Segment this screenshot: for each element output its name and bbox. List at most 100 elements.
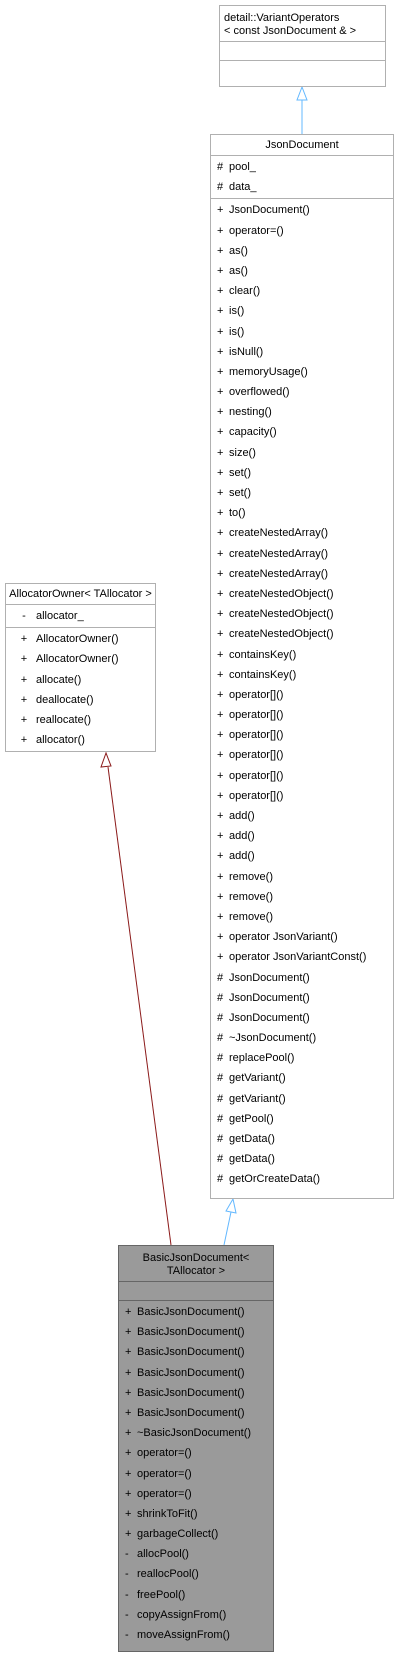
method-row[interactable]: #getPool(): [211, 1109, 393, 1129]
method-row[interactable]: #~JsonDocument(): [211, 1028, 393, 1048]
method-row[interactable]: +BasicJsonDocument(): [119, 1342, 273, 1362]
method-name: BasicJsonDocument(): [137, 1326, 245, 1339]
method-row[interactable]: +clear(): [211, 281, 393, 301]
method-row[interactable]: +operator=(): [211, 221, 393, 241]
method-row[interactable]: +createNestedArray(): [211, 564, 393, 584]
method-name: JsonDocument(): [229, 991, 310, 1004]
visibility-marker: -: [125, 1548, 129, 1561]
method-row[interactable]: +set(): [211, 483, 393, 503]
class-allocator-owner[interactable]: AllocatorOwner< TAllocator > -allocator_…: [5, 583, 156, 752]
method-name: as(): [229, 264, 248, 277]
method-row[interactable]: +deallocate(): [6, 690, 155, 710]
method-row[interactable]: +operator[](): [211, 725, 393, 745]
method-name: operator[](): [229, 729, 284, 742]
method-row[interactable]: +operator[](): [211, 766, 393, 786]
method-row[interactable]: +BasicJsonDocument(): [119, 1302, 273, 1322]
method-row[interactable]: +~BasicJsonDocument(): [119, 1423, 273, 1443]
method-row[interactable]: +remove(): [211, 867, 393, 887]
method-name: freePool(): [137, 1588, 186, 1601]
visibility-marker: #: [217, 161, 224, 173]
method-row[interactable]: -freePool(): [119, 1585, 273, 1605]
method-row[interactable]: +BasicJsonDocument(): [119, 1403, 273, 1423]
method-row[interactable]: +operator=(): [119, 1484, 273, 1504]
visibility-marker: #: [217, 1173, 224, 1186]
visibility-marker: +: [125, 1528, 132, 1541]
method-row[interactable]: +overflowed(): [211, 382, 393, 402]
method-row[interactable]: +reallocate(): [6, 710, 155, 730]
attribute-row[interactable]: -allocator_: [6, 606, 155, 626]
method-row[interactable]: +createNestedArray(): [211, 523, 393, 543]
method-row[interactable]: #getOrCreateData(): [211, 1169, 393, 1189]
method-row[interactable]: +operator JsonVariant(): [211, 927, 393, 947]
method-row[interactable]: +createNestedObject(): [211, 604, 393, 624]
method-row[interactable]: #replacePool(): [211, 1048, 393, 1068]
method-row[interactable]: -allocPool(): [119, 1544, 273, 1564]
method-row[interactable]: +capacity(): [211, 422, 393, 442]
method-row[interactable]: +is(): [211, 322, 393, 342]
attribute-row[interactable]: #pool_: [211, 157, 393, 177]
method-row[interactable]: +BasicJsonDocument(): [119, 1322, 273, 1342]
method-row[interactable]: +operator=(): [119, 1464, 273, 1484]
visibility-marker: +: [217, 507, 224, 520]
class-variant-operators[interactable]: detail::VariantOperators < const JsonDoc…: [219, 5, 386, 87]
method-row[interactable]: +add(): [211, 826, 393, 846]
method-row[interactable]: #JsonDocument(): [211, 1008, 393, 1028]
method-row[interactable]: +JsonDocument(): [211, 200, 393, 220]
class-basic-json-document[interactable]: BasicJsonDocument< TAllocator > +BasicJs…: [118, 1245, 274, 1652]
method-name: BasicJsonDocument(): [137, 1406, 245, 1419]
method-row[interactable]: +containsKey(): [211, 645, 393, 665]
method-row[interactable]: +AllocatorOwner(): [6, 649, 155, 669]
method-row[interactable]: +remove(): [211, 907, 393, 927]
method-row[interactable]: +operator JsonVariantConst(): [211, 947, 393, 967]
method-row[interactable]: -moveAssignFrom(): [119, 1625, 273, 1645]
method-row[interactable]: #JsonDocument(): [211, 988, 393, 1008]
method-row[interactable]: #getVariant(): [211, 1089, 393, 1109]
method-row[interactable]: +set(): [211, 463, 393, 483]
method-row[interactable]: +BasicJsonDocument(): [119, 1363, 273, 1383]
method-row[interactable]: #getData(): [211, 1129, 393, 1149]
edge-basicjsondocument-to-allocatorowner: [107, 766, 172, 1246]
visibility-marker: +: [217, 365, 224, 378]
method-row[interactable]: + BasicJsonDocument(): [119, 1383, 273, 1403]
method-row[interactable]: -copyAssignFrom(): [119, 1605, 273, 1625]
method-row[interactable]: +operator=(): [119, 1443, 273, 1463]
method-row[interactable]: +allocator(): [6, 730, 155, 750]
method-row[interactable]: +nesting(): [211, 402, 393, 422]
method-row[interactable]: +memoryUsage(): [211, 362, 393, 382]
method-row[interactable]: +AllocatorOwner(): [6, 629, 155, 649]
method-row[interactable]: +to(): [211, 503, 393, 523]
method-row[interactable]: +containsKey(): [211, 665, 393, 685]
visibility-marker: +: [217, 870, 224, 883]
method-name: BasicJsonDocument(): [137, 1386, 245, 1399]
method-row[interactable]: -reallocPool(): [119, 1564, 273, 1584]
method-row[interactable]: +isNull(): [211, 342, 393, 362]
method-row[interactable]: +shrinkToFit(): [119, 1504, 273, 1524]
method-row[interactable]: +size(): [211, 443, 393, 463]
method-row[interactable]: +operator[](): [211, 786, 393, 806]
attribute-row[interactable]: #data_: [211, 177, 393, 197]
method-row[interactable]: +operator[](): [211, 745, 393, 765]
method-row[interactable]: +createNestedObject(): [211, 624, 393, 644]
method-row[interactable]: +remove(): [211, 887, 393, 907]
method-row[interactable]: #getData(): [211, 1149, 393, 1169]
method-name: remove(): [229, 910, 274, 923]
visibility-marker: +: [217, 688, 224, 701]
method-row[interactable]: #getVariant(): [211, 1068, 393, 1088]
class-json-document[interactable]: JsonDocument #pool_#data_ +JsonDocument(…: [210, 134, 394, 1199]
method-row[interactable]: +is(): [211, 301, 393, 321]
method-row[interactable]: +allocate(): [6, 670, 155, 690]
method-row[interactable]: +operator[](): [211, 685, 393, 705]
method-row[interactable]: #JsonDocument(): [211, 968, 393, 988]
method-name: createNestedArray(): [229, 527, 329, 540]
method-row[interactable]: +operator[](): [211, 705, 393, 725]
method-row[interactable]: +createNestedArray(): [211, 544, 393, 564]
method-name: as(): [229, 244, 248, 257]
method-row[interactable]: +as(): [211, 241, 393, 261]
method-row[interactable]: +as(): [211, 261, 393, 281]
method-row[interactable]: +createNestedObject(): [211, 584, 393, 604]
method-row[interactable]: +add(): [211, 806, 393, 826]
visibility-marker: +: [125, 1386, 132, 1399]
method-name: add(): [229, 850, 255, 863]
method-row[interactable]: +garbageCollect(): [119, 1524, 273, 1544]
method-row[interactable]: +add(): [211, 846, 393, 866]
